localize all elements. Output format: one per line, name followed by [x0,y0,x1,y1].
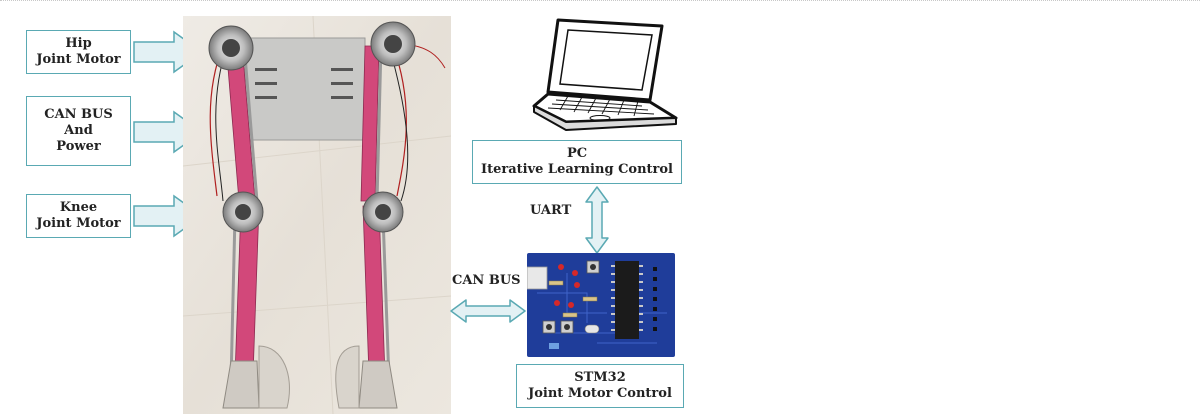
can-power-line1: CAN BUS [44,107,113,122]
uart-double-arrow [585,186,609,254]
hip-label-line1: Hip [65,36,92,51]
uart-label: UART [530,203,572,218]
can-bus-double-arrow [450,299,526,323]
hip-label-line2: Joint Motor [36,52,121,67]
top-border-dots [0,0,1200,1]
pc-label-line1: PC [566,146,588,161]
stm32-control-label: STM32 Joint Motor Control [516,364,684,408]
knee-joint-motor-label: Knee Joint Motor [26,194,131,238]
knee-label-line1: Knee [59,200,98,215]
exoskeleton-photo [183,16,451,414]
stm32-label-line1: STM32 [574,370,626,385]
can-bus-power-label: CAN BUS And Power [26,96,131,166]
knee-label-line2: Joint Motor [36,216,121,231]
pc-label-line2: Iterative Learning Control [481,162,673,177]
pc-ilc-label: PC Iterative Learning Control [472,140,682,184]
can-power-line3: Power [56,139,101,154]
laptop-icon [532,18,678,131]
stm32-board-image [527,253,675,357]
stm32-label-line2: Joint Motor Control [528,386,672,401]
can-bus-label: CAN BUS [452,273,521,288]
can-power-line2: And [64,123,93,138]
hip-joint-motor-label: Hip Joint Motor [26,30,131,74]
